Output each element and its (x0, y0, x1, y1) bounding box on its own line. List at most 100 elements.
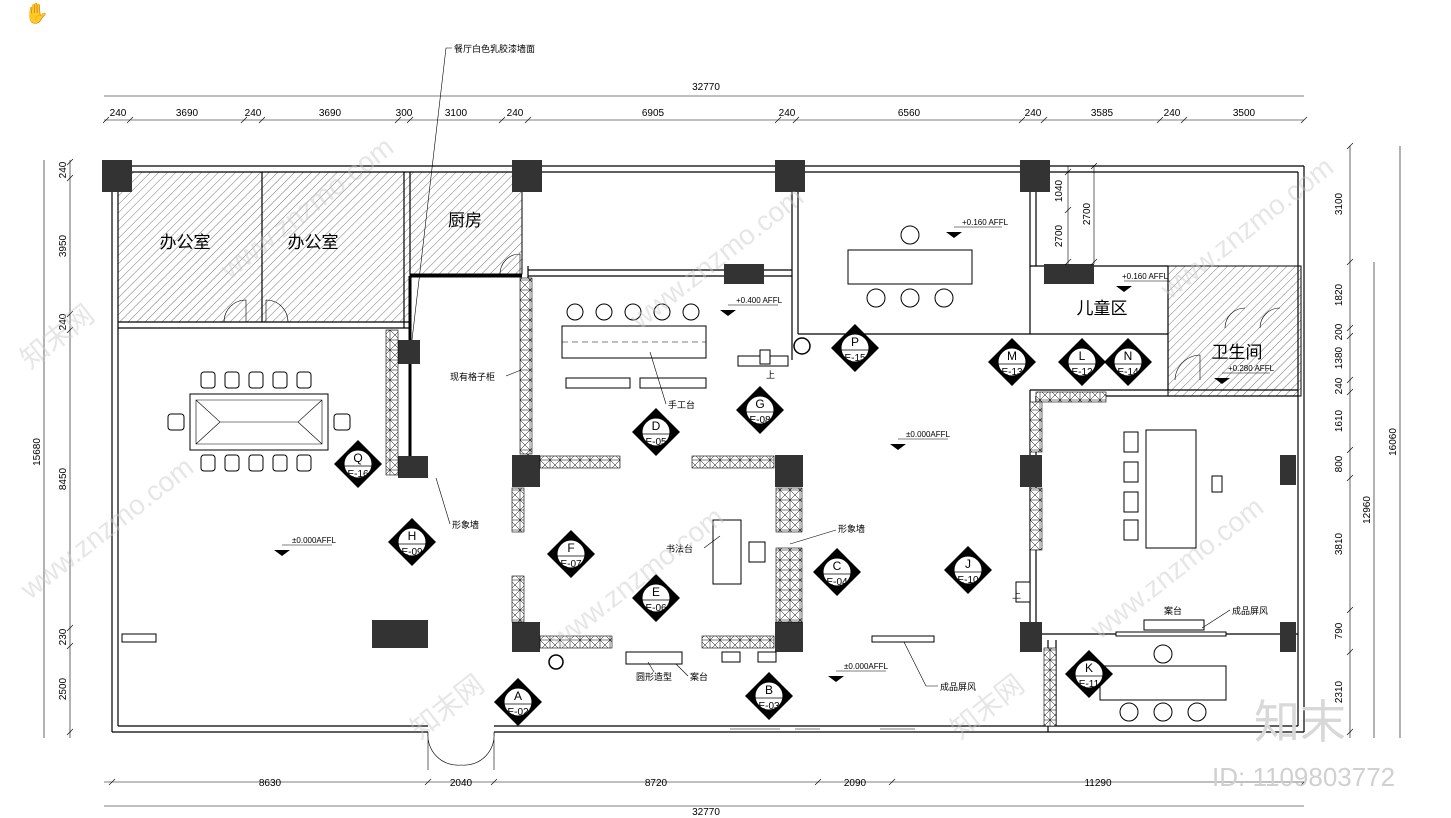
marker-q[interactable]: QE-16 (334, 440, 382, 488)
marker-letter: C (833, 559, 842, 573)
marker-letter: N (1124, 349, 1133, 363)
marker-letter: H (408, 529, 417, 543)
marker-code: E-16 (347, 469, 369, 480)
marker-code: E-06 (645, 603, 667, 614)
marker-letter: B (765, 683, 773, 697)
watermark-logo: 知末 (1254, 695, 1346, 749)
marker-h[interactable]: HE-09 (388, 518, 436, 566)
watermark-site-2: www.znzmo.com (624, 181, 809, 335)
dim-right-inner: 12960 (1362, 496, 1373, 524)
dim-top-tick-14 (1300, 116, 1308, 124)
dim-left-tick-1 (66, 174, 74, 182)
marker-letter: K (1085, 661, 1093, 675)
marker-e[interactable]: E E-06 (632, 574, 680, 622)
dim-top-tick-2 (240, 116, 248, 124)
marker-j[interactable]: J E-10 (944, 546, 992, 594)
dim-right-tick-9 (1346, 648, 1354, 656)
note-image-wall-2: 形象墙 (838, 523, 865, 535)
dim-bottom-1: 2040 (450, 778, 473, 789)
marker-l[interactable]: LE-12 (1058, 338, 1106, 386)
marker-circle (953, 555, 983, 585)
dim-right-2: 200 (1334, 323, 1345, 340)
dim-right-tick-5 (1346, 388, 1354, 396)
marker-code: E-07 (560, 559, 582, 570)
marker-a[interactable]: AE-02 (494, 678, 542, 726)
dim-left-2: 240 (58, 313, 69, 330)
marker-letter: A (514, 689, 522, 703)
dim-bottom-tick-5 (1300, 778, 1308, 786)
level-l1: ±0.000AFFL (292, 536, 337, 545)
marker-circle (641, 583, 671, 613)
dim-right-5: 1610 (1334, 409, 1345, 432)
marker-f[interactable]: FE-07 (547, 530, 595, 578)
dim-bottom-3: 2090 (844, 778, 867, 789)
outer-walls (111, 165, 1305, 770)
marker-n[interactable]: NE-14 (1104, 338, 1152, 386)
watermark-site-4: www.znzmo.com (544, 501, 729, 655)
marker-circle (1074, 659, 1104, 689)
marker-c[interactable]: C E-04 (813, 548, 861, 596)
dim-left-tick-2 (66, 310, 74, 318)
marker-b[interactable]: B E-03 (745, 672, 793, 720)
marker-m[interactable]: ME-13 (988, 338, 1036, 386)
dim-right-tick-2 (1346, 324, 1354, 332)
marker-p[interactable]: PE-15 (831, 324, 879, 372)
dim-bottom-tick-0 (108, 778, 116, 786)
dim-right-tick-1 (1346, 258, 1354, 266)
marker-d[interactable]: DE-05 (632, 408, 680, 456)
dim-left-3: 8450 (58, 467, 69, 490)
dim-top-9: 6560 (898, 108, 921, 119)
marker-letter: P (851, 335, 859, 349)
dim-left-1: 3950 (58, 234, 69, 257)
marker-code: E-10 (957, 575, 979, 586)
dim-right-6: 800 (1334, 455, 1345, 472)
marker-g[interactable]: GE-08 (736, 386, 784, 434)
dim-right-outer: 16060 (1388, 428, 1399, 456)
marker-letter: E (652, 585, 660, 599)
marker-k[interactable]: K E-11 (1065, 650, 1113, 698)
marker-circle (343, 449, 373, 479)
note-up-2: 上 (1012, 590, 1021, 601)
dim-top-tick-6 (498, 116, 506, 124)
dim-top-3: 3690 (319, 108, 342, 119)
marker-code: E-11 (1079, 679, 1100, 690)
marker-circle (822, 557, 852, 587)
watermark-brand-1: 知末网 (15, 299, 100, 375)
note-screen-2: 成品屏风 (1232, 605, 1268, 617)
dim-left-total: 15680 (32, 438, 43, 466)
furniture (121, 225, 1227, 722)
conference-chairs (167, 371, 351, 472)
marker-letter: J (965, 557, 971, 571)
marker-code: E-03 (758, 701, 780, 712)
marker-circle (503, 687, 533, 717)
dim-top-13: 3500 (1233, 108, 1256, 119)
room-office-1: 办公室 (160, 233, 211, 253)
note-round-shape: 圆形造型 (636, 671, 672, 683)
dim-left-5: 2500 (58, 677, 69, 700)
dim-right-tick-0 (1346, 142, 1354, 150)
level-marks: ±0.000AFFL ±0.000AFFL ±0.000AFFL +0.400 … (274, 218, 1275, 682)
marker-code: E-04 (826, 577, 848, 588)
note-screen-1: 成品屏风 (940, 681, 976, 693)
room-restroom: 卫生间 (1212, 343, 1263, 363)
marker-circle (754, 681, 784, 711)
dim-bottom-tick-1 (424, 778, 432, 786)
dim-top-tick-0 (102, 116, 110, 124)
dim-top-tick-4 (394, 116, 402, 124)
dim-right-8: 790 (1334, 622, 1345, 639)
marker-circle (745, 395, 775, 425)
dim-top-5: 3100 (445, 108, 468, 119)
hand-icon[interactable]: ✋ (24, 1, 49, 25)
marker-code: E-12 (1071, 367, 1093, 378)
dim-bottom-total: 32770 (692, 807, 720, 818)
level-l2: ±0.000AFFL (906, 430, 951, 439)
dim-right-3: 1380 (1334, 346, 1345, 369)
watermark-brand-3: 知末网 (945, 669, 1030, 745)
dim-right-inner-2: 1660 (0, 0, 12, 3)
dim-bottom-tick-4 (888, 778, 896, 786)
dim-top-8: 240 (779, 108, 796, 119)
dim-top-tick-12 (1156, 116, 1164, 124)
note-image-wall-1: 形象墙 (452, 519, 479, 531)
